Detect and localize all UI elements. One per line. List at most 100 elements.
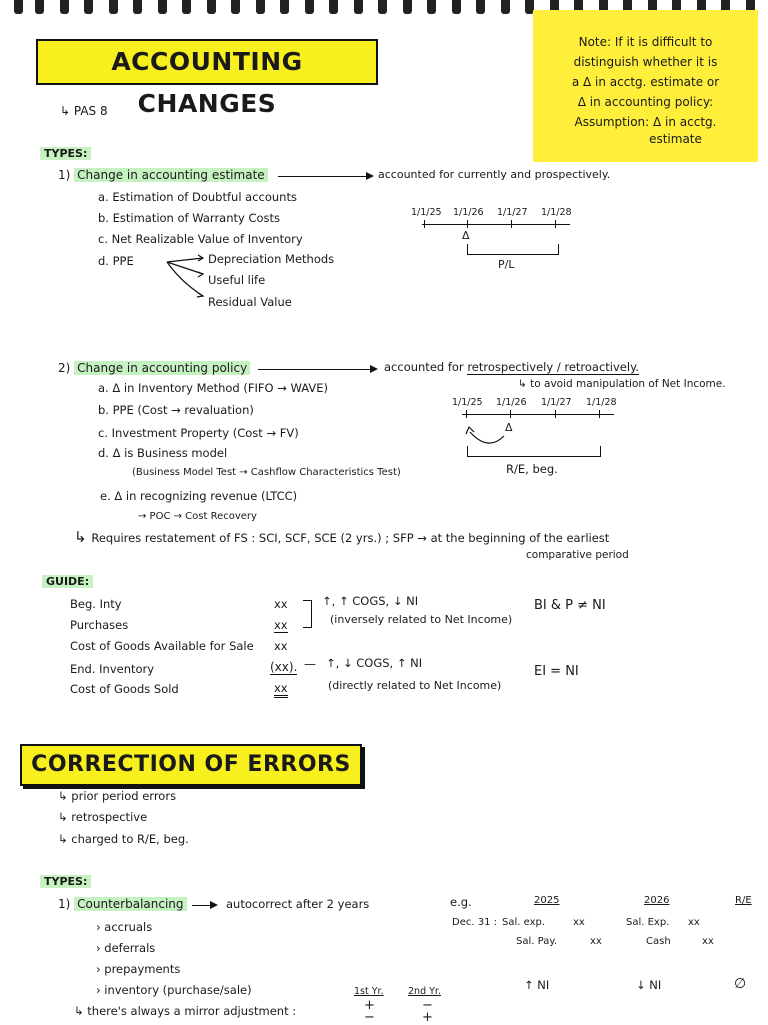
bullet-icon: › xyxy=(96,962,105,976)
binding-ring xyxy=(109,0,118,14)
guide-bottom-relation: (directly related to Net Income) xyxy=(328,679,502,692)
policy-treatment: accounted for retrospectively / retroact… xyxy=(384,360,639,375)
binding-ring xyxy=(501,0,510,14)
mirror-year2: 2nd Yr. xyxy=(408,986,441,997)
binding-ring xyxy=(550,0,559,14)
counterbalancing-heading: Counterbalancing xyxy=(74,897,187,911)
policy-item: b. PPE (Cost → revaluation) xyxy=(98,403,254,417)
timeline-date: 1/1/27 xyxy=(497,207,528,218)
counterbalancing-treatment: autocorrect after 2 years xyxy=(226,897,370,911)
estimate-heading: Change in accounting estimate xyxy=(74,168,268,182)
estimate-item: d. PPE xyxy=(98,254,134,268)
binding-ring xyxy=(158,0,167,14)
restatement-note: comparative period xyxy=(526,549,629,561)
timeline-tick xyxy=(511,220,512,228)
guide-row-label: Beg. Inty xyxy=(70,597,122,611)
mirror-sign: + xyxy=(364,998,375,1013)
spiral-binding xyxy=(0,0,768,16)
note-line: Assumption: Δ in acctg. xyxy=(574,115,717,129)
item-number: 2) xyxy=(58,361,71,375)
binding-ring xyxy=(14,0,23,14)
binding-ring xyxy=(305,0,314,14)
ppe-subitem: Depreciation Methods xyxy=(208,252,335,266)
guide-row-label: Cost of Goods Sold xyxy=(70,682,179,696)
dash-icon: — xyxy=(304,657,316,671)
arrow-icon: ↳ xyxy=(58,789,72,803)
guide-label: GUIDE: xyxy=(42,575,94,588)
binding-ring xyxy=(207,0,216,14)
example-effect: ↑ NI xyxy=(524,978,550,992)
example-entry-value: xx xyxy=(688,917,700,928)
binding-ring xyxy=(60,0,69,14)
binding-ring xyxy=(256,0,265,14)
example-entry: Sal. Pay. xyxy=(516,936,557,947)
binding-ring xyxy=(672,0,681,14)
counterbalancing-item: › deferrals xyxy=(96,941,156,955)
binding-ring xyxy=(378,0,387,14)
binding-ring xyxy=(403,0,412,14)
timeline-tick xyxy=(555,220,556,228)
arrow-icon: ↳ xyxy=(58,810,72,824)
counterbalancing-item: › inventory (purchase/sale) xyxy=(96,983,252,997)
guide-top-effect: ↑, ↑ COGS, ↓ NI xyxy=(322,594,419,608)
example-entry-value: xx xyxy=(590,936,602,947)
example-year2: 2026 xyxy=(644,895,670,906)
timeline-tick xyxy=(466,410,467,418)
example-re: R/E xyxy=(735,895,752,906)
estimate-item: b. Estimation of Warranty Costs xyxy=(98,211,281,225)
policy-heading-row: 2) Change in accounting policy xyxy=(58,361,251,375)
example-effect: ↓ NI xyxy=(636,978,662,992)
policy-item: c. Investment Property (Cost → FV) xyxy=(98,426,299,440)
binding-ring xyxy=(648,0,657,14)
bullet-icon: › xyxy=(96,941,105,955)
counterbalancing-heading-row: 1) Counterbalancing xyxy=(58,897,187,911)
pas-reference: ↳ PAS 8 xyxy=(60,104,108,118)
example-entry: Cash xyxy=(646,936,671,947)
binding-ring xyxy=(525,0,534,14)
section-title-correction-of-errors: CORRECTION OF ERRORS xyxy=(20,744,362,786)
branch-arrows-icon xyxy=(166,254,205,298)
timeline-date: 1/1/26 xyxy=(496,397,527,408)
guide-row-value: xx xyxy=(274,681,288,698)
binding-ring xyxy=(354,0,363,14)
binding-ring xyxy=(35,0,44,14)
mirror-sign: + xyxy=(422,1010,433,1025)
ei-rule: EI = NI xyxy=(534,664,579,679)
arrow-icon xyxy=(192,901,218,909)
section-title-accounting-changes: ACCOUNTING CHANGES xyxy=(36,39,378,118)
binding-ring xyxy=(599,0,608,14)
guide-row-label: End. Inventory xyxy=(70,662,155,676)
arrow-icon: ↳ xyxy=(74,528,92,546)
sticky-note: Note: If it is difficult to distinguish … xyxy=(533,10,758,162)
types-label: TYPES: xyxy=(40,147,92,160)
timeline-date: 1/1/28 xyxy=(541,207,572,218)
timeline-tick xyxy=(510,410,511,418)
timeline-tick xyxy=(467,220,468,228)
timeline-tick xyxy=(555,410,556,418)
delta-icon: Δ xyxy=(462,229,470,242)
timeline-line xyxy=(422,224,570,225)
arrow-icon: ↳ xyxy=(74,1004,88,1018)
binding-ring xyxy=(84,0,93,14)
timeline-date: 1/1/26 xyxy=(453,207,484,218)
counterbalancing-item: › prepayments xyxy=(96,962,181,976)
guide-row-value: xx xyxy=(274,597,288,611)
binding-ring xyxy=(746,0,755,14)
binding-ring xyxy=(182,0,191,14)
binding-ring xyxy=(452,0,461,14)
guide-top-relation: (inversely related to Net Income) xyxy=(330,613,513,626)
arrow-icon: ↳ xyxy=(60,104,74,118)
timeline-tick xyxy=(599,410,600,418)
policy-item: d. Δ is Business model xyxy=(98,446,228,460)
binding-ring xyxy=(133,0,142,14)
restatement-row: ↳ Requires restatement of FS : SCI, SCF,… xyxy=(74,528,610,546)
estimate-heading-row: 1) Change in accounting estimate xyxy=(58,168,268,182)
example-entry-value: xx xyxy=(573,917,585,928)
note-line: distinguish whether it is xyxy=(573,55,718,69)
types-label: TYPES: xyxy=(40,875,92,888)
bullet-icon: › xyxy=(96,983,105,997)
bi-rule: BI & P ≠ NI xyxy=(534,598,606,613)
period-bracket xyxy=(467,244,559,255)
arrow-icon xyxy=(258,365,378,373)
timeline-date: 1/1/28 xyxy=(586,397,617,408)
